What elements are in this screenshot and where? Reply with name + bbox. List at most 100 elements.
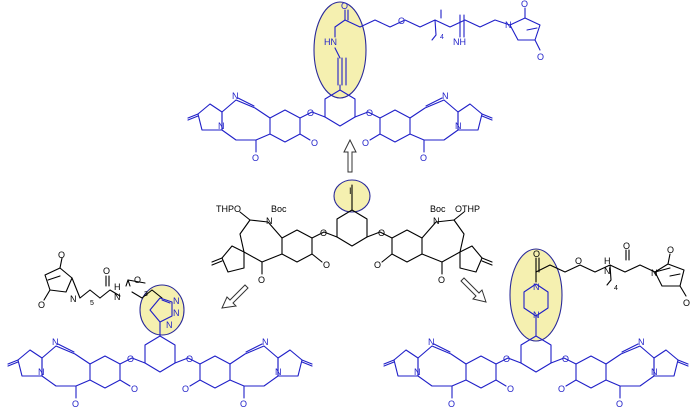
top-amide-nh: HN <box>324 37 337 47</box>
bottom-left-mal-o2: O <box>38 300 45 310</box>
top-mal-n: N <box>505 20 512 30</box>
arrow-down-left <box>221 284 249 309</box>
bottom-left-triazole-highlight <box>139 284 185 336</box>
bottom-left-maleimide-chain <box>43 257 163 301</box>
center-carbonyl-left: O <box>258 275 265 285</box>
center-iodo-label: I <box>349 186 352 196</box>
bottom-left-amide-h: H <box>114 282 121 292</box>
top-imine-left: N <box>232 91 239 101</box>
top-product: O HN O 4 NH O N O N N <box>187 0 544 163</box>
bottom-right-right-pbd <box>550 343 689 399</box>
bottom-right-end-n: N <box>604 266 611 276</box>
center-n-right: N <box>433 216 440 226</box>
top-amide-o: O <box>341 1 348 11</box>
bottom-right-left-pbd <box>383 343 522 399</box>
center-n-left: N <box>266 216 273 226</box>
top-mal-o1: O <box>521 0 528 9</box>
bottom-right-mal-o1: O <box>667 245 674 255</box>
bottom-right-piperazine-highlight <box>509 248 563 342</box>
top-n-left: N <box>218 121 225 131</box>
top-peg-maleimide <box>334 7 541 51</box>
bottom-right-pip-n2: N <box>533 310 540 320</box>
bottom-right-end-h: H <box>604 256 611 266</box>
center-ome-left: O <box>323 260 330 270</box>
arrow-up <box>343 138 357 173</box>
bottom-right-end-o: O <box>623 241 630 251</box>
bottom-right-central-benzene <box>520 335 552 373</box>
bottom-right-pip-n1: N <box>533 282 540 292</box>
bottom-right-ome-right: O <box>558 384 565 394</box>
top-central-benzene <box>324 89 356 127</box>
bottom-right-ether-right: O <box>562 354 569 364</box>
bottom-right-peg-o: O <box>575 256 582 266</box>
bottom-right-n-left: N <box>414 367 421 377</box>
bottom-left-product: O N O 5 O H N O 3 N N N N N O <box>7 250 313 409</box>
bottom-right-imine-right: N <box>638 337 645 347</box>
top-imine-right: N <box>442 91 449 101</box>
center-boc-left: Boc <box>271 204 287 214</box>
center-ome-right: O <box>374 260 381 270</box>
bottom-left-triazole-n3: N <box>166 320 173 330</box>
center-precursor: THPO Boc N O O O OTHP Boc N O O O I <box>211 179 493 285</box>
center-carbonyl-right: O <box>438 275 445 285</box>
bottom-left-n-left: N <box>38 367 45 377</box>
center-boc-right: Boc <box>430 204 446 214</box>
center-othp: OTHP <box>455 204 480 214</box>
center-thpo: THPO <box>216 204 241 214</box>
center-o-left: O <box>320 228 327 238</box>
top-n-right: N <box>455 121 462 131</box>
bottom-left-right-pbd <box>174 343 313 399</box>
top-linker-highlight <box>313 1 367 99</box>
bottom-left-imine-left: N <box>52 337 59 347</box>
bottom-left-triazole-n1: N <box>173 296 180 306</box>
bottom-right-mal-o2: O <box>683 298 690 308</box>
top-left-pbd <box>187 97 326 153</box>
bottom-left-amide-n: N <box>114 292 121 302</box>
bottom-right-product: O O 4 H N O O N O N N N N O O <box>383 241 690 409</box>
bottom-left-left-pbd <box>7 343 146 399</box>
top-alkyne <box>334 47 347 86</box>
bottom-left-carbonyl-left: O <box>72 399 79 409</box>
bottom-right-imine-left: N <box>428 337 435 347</box>
bottom-left-ether-left: O <box>127 354 134 364</box>
center-right-unit <box>366 211 493 275</box>
top-carbonyl-left: O <box>252 153 259 163</box>
top-right-pbd <box>354 97 493 153</box>
bottom-left-triazole <box>149 297 173 337</box>
top-ether-left: O <box>307 108 314 118</box>
bottom-left-ether-right: O <box>186 354 193 364</box>
top-peg-count: 4 <box>440 34 444 41</box>
bottom-right-n-right: N <box>651 367 658 377</box>
bottom-left-peg-o: O <box>134 275 141 285</box>
bottom-right-carbonyl-right: O <box>616 399 623 409</box>
bottom-left-triazole-n2: N <box>173 308 180 318</box>
bottom-left-carbonyl-right: O <box>240 399 247 409</box>
bottom-right-peg-count: 4 <box>614 285 618 292</box>
bottom-left-mal-n: N <box>70 294 77 304</box>
center-benzene <box>336 209 368 247</box>
bottom-left-imine-right: N <box>262 337 269 347</box>
bottom-left-chain-count: 5 <box>90 300 94 307</box>
center-left-unit <box>211 211 338 275</box>
bottom-left-ome-right: O <box>182 384 189 394</box>
top-peg-o: O <box>398 16 405 26</box>
bottom-left-peg-count: 3 <box>144 291 148 298</box>
bottom-right-mal-n: N <box>651 268 658 278</box>
top-ether-right: O <box>366 108 373 118</box>
center-o-right: O <box>378 228 385 238</box>
bottom-right-acyl-o: O <box>533 249 540 259</box>
bottom-left-amide-o: O <box>103 266 110 276</box>
top-ome-left: O <box>311 138 318 148</box>
bottom-left-central-benzene <box>144 335 176 373</box>
bottom-right-ome-left: O <box>507 384 514 394</box>
top-mal-o2: O <box>537 52 544 62</box>
top-ome-right: O <box>362 138 369 148</box>
bottom-right-peg-maleimide <box>535 249 687 297</box>
bottom-left-ome-left: O <box>131 384 138 394</box>
bottom-right-ether-left: O <box>503 354 510 364</box>
bottom-left-mal-o1: O <box>58 250 65 260</box>
bottom-right-piperazine <box>523 271 549 337</box>
bottom-left-n-right: N <box>275 367 282 377</box>
top-end-nh: NH <box>453 37 466 47</box>
